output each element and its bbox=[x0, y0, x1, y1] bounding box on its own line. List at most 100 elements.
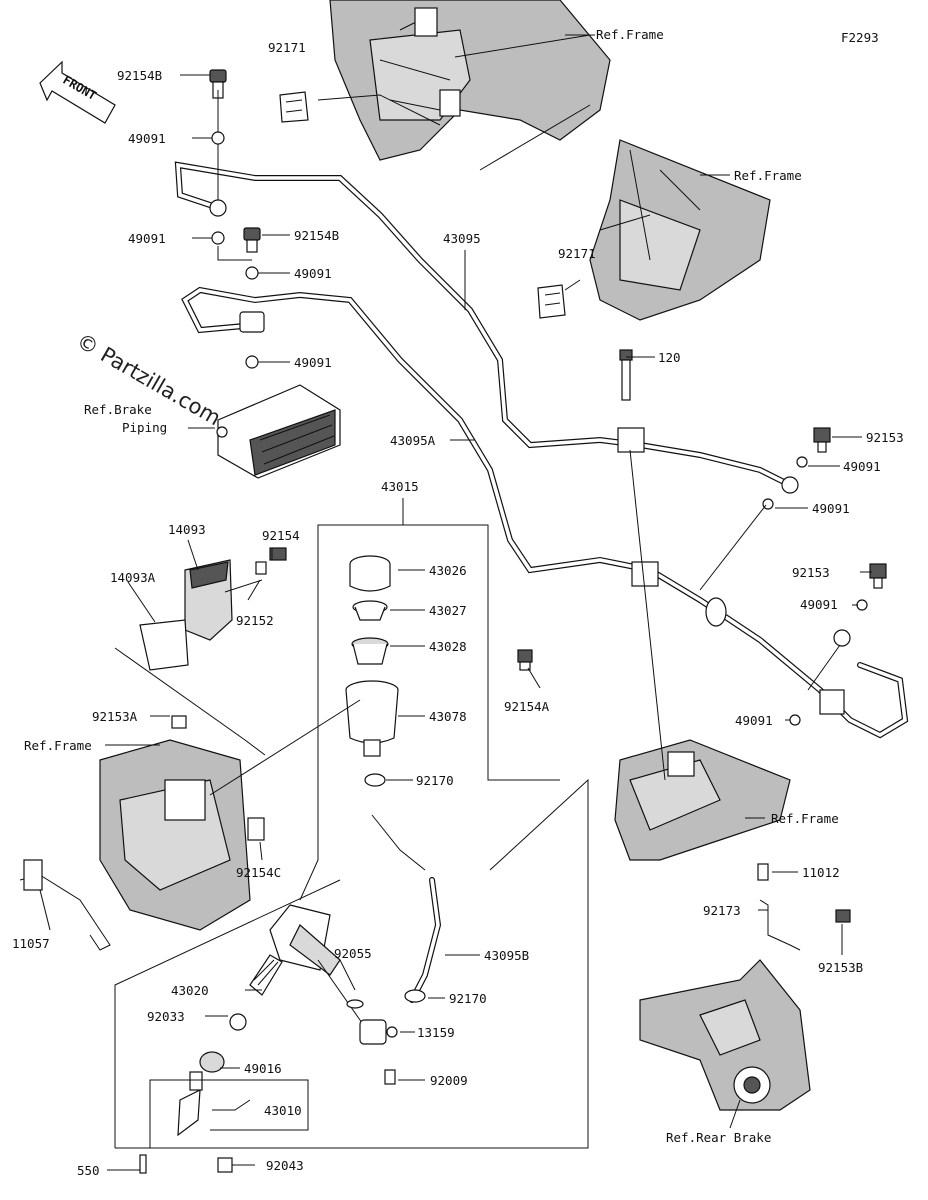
label-92171-a: 92171 bbox=[268, 40, 306, 55]
label-92055: 92055 bbox=[334, 946, 372, 961]
label-11012: 11012 bbox=[802, 865, 840, 880]
grommet-hose bbox=[705, 597, 727, 627]
washer-49091-c bbox=[245, 266, 259, 280]
banjo-fitting-top bbox=[209, 199, 227, 217]
pin-92043 bbox=[217, 1157, 233, 1173]
frame-top bbox=[329, 0, 611, 161]
rod-11057 bbox=[19, 859, 111, 951]
label-92170-a: 92170 bbox=[416, 773, 454, 788]
master-cylinder bbox=[269, 904, 387, 1045]
label-43078: 43078 bbox=[429, 709, 467, 724]
joint-upper bbox=[617, 427, 645, 453]
label-49091-e: 49091 bbox=[843, 459, 881, 474]
label-92173: 92173 bbox=[703, 903, 741, 918]
washer-49091-f bbox=[762, 498, 774, 510]
label-ref-frame-3: Ref.Frame bbox=[771, 811, 839, 826]
bolt-92153a bbox=[171, 715, 187, 729]
label-ref-brake-piping-1: Ref.Brake bbox=[84, 402, 152, 417]
label-92154a: 92154A bbox=[504, 699, 550, 714]
boot-49016 bbox=[199, 1051, 225, 1073]
sensor-bracket-14093 bbox=[139, 547, 287, 671]
bolt-120 bbox=[619, 349, 633, 401]
label-92033: 92033 bbox=[147, 1009, 185, 1024]
washer-49091-a bbox=[211, 131, 225, 145]
label-92154c: 92154C bbox=[236, 865, 281, 880]
label-92171-b: 92171 bbox=[558, 246, 596, 261]
bolt-13159 bbox=[386, 1026, 398, 1038]
label-49091-g: 49091 bbox=[800, 597, 838, 612]
washer-49091-h bbox=[789, 714, 801, 726]
label-43095a: 43095A bbox=[390, 433, 436, 448]
label-92009: 92009 bbox=[430, 1073, 468, 1088]
label-43027: 43027 bbox=[429, 603, 467, 618]
front-arrow-icon: FRONT bbox=[39, 60, 116, 124]
reservoir-cap-43026 bbox=[349, 555, 391, 592]
label-43028: 43028 bbox=[429, 639, 467, 654]
label-ref-rear-brake: Ref.Rear Brake bbox=[666, 1130, 771, 1145]
clamp-92170-b bbox=[404, 989, 426, 1003]
label-49016: 49016 bbox=[244, 1061, 282, 1076]
label-49091-h: 49091 bbox=[735, 713, 773, 728]
hose-43095 bbox=[174, 161, 793, 488]
washer-49091-e bbox=[796, 456, 808, 468]
clevis-43010 bbox=[177, 1071, 203, 1137]
label-49091-c: 49091 bbox=[294, 266, 332, 281]
bolt-92154b-mid bbox=[243, 227, 261, 253]
label-92153-a: 92153 bbox=[866, 430, 904, 445]
oring-92055 bbox=[346, 999, 364, 1009]
label-14093: 14093 bbox=[168, 522, 206, 537]
label-92043: 92043 bbox=[266, 1158, 304, 1173]
label-550: 550 bbox=[77, 1163, 100, 1178]
label-92154: 92154 bbox=[262, 528, 300, 543]
banjo-right-lower bbox=[833, 629, 851, 647]
diagram-id: F2293 bbox=[841, 30, 879, 45]
screw-92009 bbox=[384, 1069, 396, 1085]
part-labels: F2293 Ref.Frame Ref.Frame Ref.Frame Ref.… bbox=[12, 27, 904, 1178]
label-43010: 43010 bbox=[264, 1103, 302, 1118]
label-92154b-b: 92154B bbox=[294, 228, 339, 243]
label-43015: 43015 bbox=[381, 479, 419, 494]
frame-left-lower bbox=[99, 739, 251, 931]
clamp-92170-a bbox=[364, 773, 386, 787]
washer-49091-d bbox=[245, 355, 259, 369]
reservoir-43078 bbox=[345, 680, 399, 757]
label-120: 120 bbox=[658, 350, 681, 365]
bolt-92153-lower bbox=[869, 563, 887, 589]
label-92154b-a: 92154B bbox=[117, 68, 162, 83]
label-14093a: 14093A bbox=[110, 570, 156, 585]
label-43026: 43026 bbox=[429, 563, 467, 578]
label-92152: 92152 bbox=[236, 613, 274, 628]
diaphragm-43028 bbox=[351, 637, 389, 665]
bolt-92153b bbox=[835, 909, 851, 923]
bolt-92153-upper bbox=[813, 427, 831, 453]
washer-49091-g bbox=[856, 599, 868, 611]
label-49091-b: 49091 bbox=[128, 231, 166, 246]
label-92153-b: 92153 bbox=[792, 565, 830, 580]
joint-right-lower bbox=[819, 689, 845, 715]
label-92153a: 92153A bbox=[92, 709, 138, 724]
label-92170-b: 92170 bbox=[449, 991, 487, 1006]
label-43095: 43095 bbox=[443, 231, 481, 246]
label-43095b: 43095B bbox=[484, 948, 529, 963]
leader-lines bbox=[39, 34, 872, 1171]
reservoir-hose bbox=[371, 814, 426, 871]
bolt-92154c bbox=[247, 817, 265, 841]
abs-unit bbox=[216, 384, 341, 479]
hose-43095b bbox=[409, 877, 442, 1003]
label-11057: 11057 bbox=[12, 936, 50, 951]
label-49091-d: 49091 bbox=[294, 355, 332, 370]
pin-550 bbox=[139, 1154, 147, 1174]
label-43020: 43020 bbox=[171, 983, 209, 998]
label-ref-brake-piping-2: Piping bbox=[122, 420, 167, 435]
frame-right-upper bbox=[589, 139, 771, 321]
push-rod-43020 bbox=[249, 954, 283, 996]
label-92153b: 92153B bbox=[818, 960, 863, 975]
label-ref-frame-1: Ref.Frame bbox=[596, 27, 664, 42]
label-ref-frame-4: Ref.Frame bbox=[24, 738, 92, 753]
frame-right-lower bbox=[614, 739, 791, 861]
clip-92171-right bbox=[537, 284, 566, 319]
banjo-right-upper bbox=[781, 476, 799, 494]
joint-lower bbox=[631, 561, 659, 587]
clip-92171-top bbox=[279, 91, 309, 123]
